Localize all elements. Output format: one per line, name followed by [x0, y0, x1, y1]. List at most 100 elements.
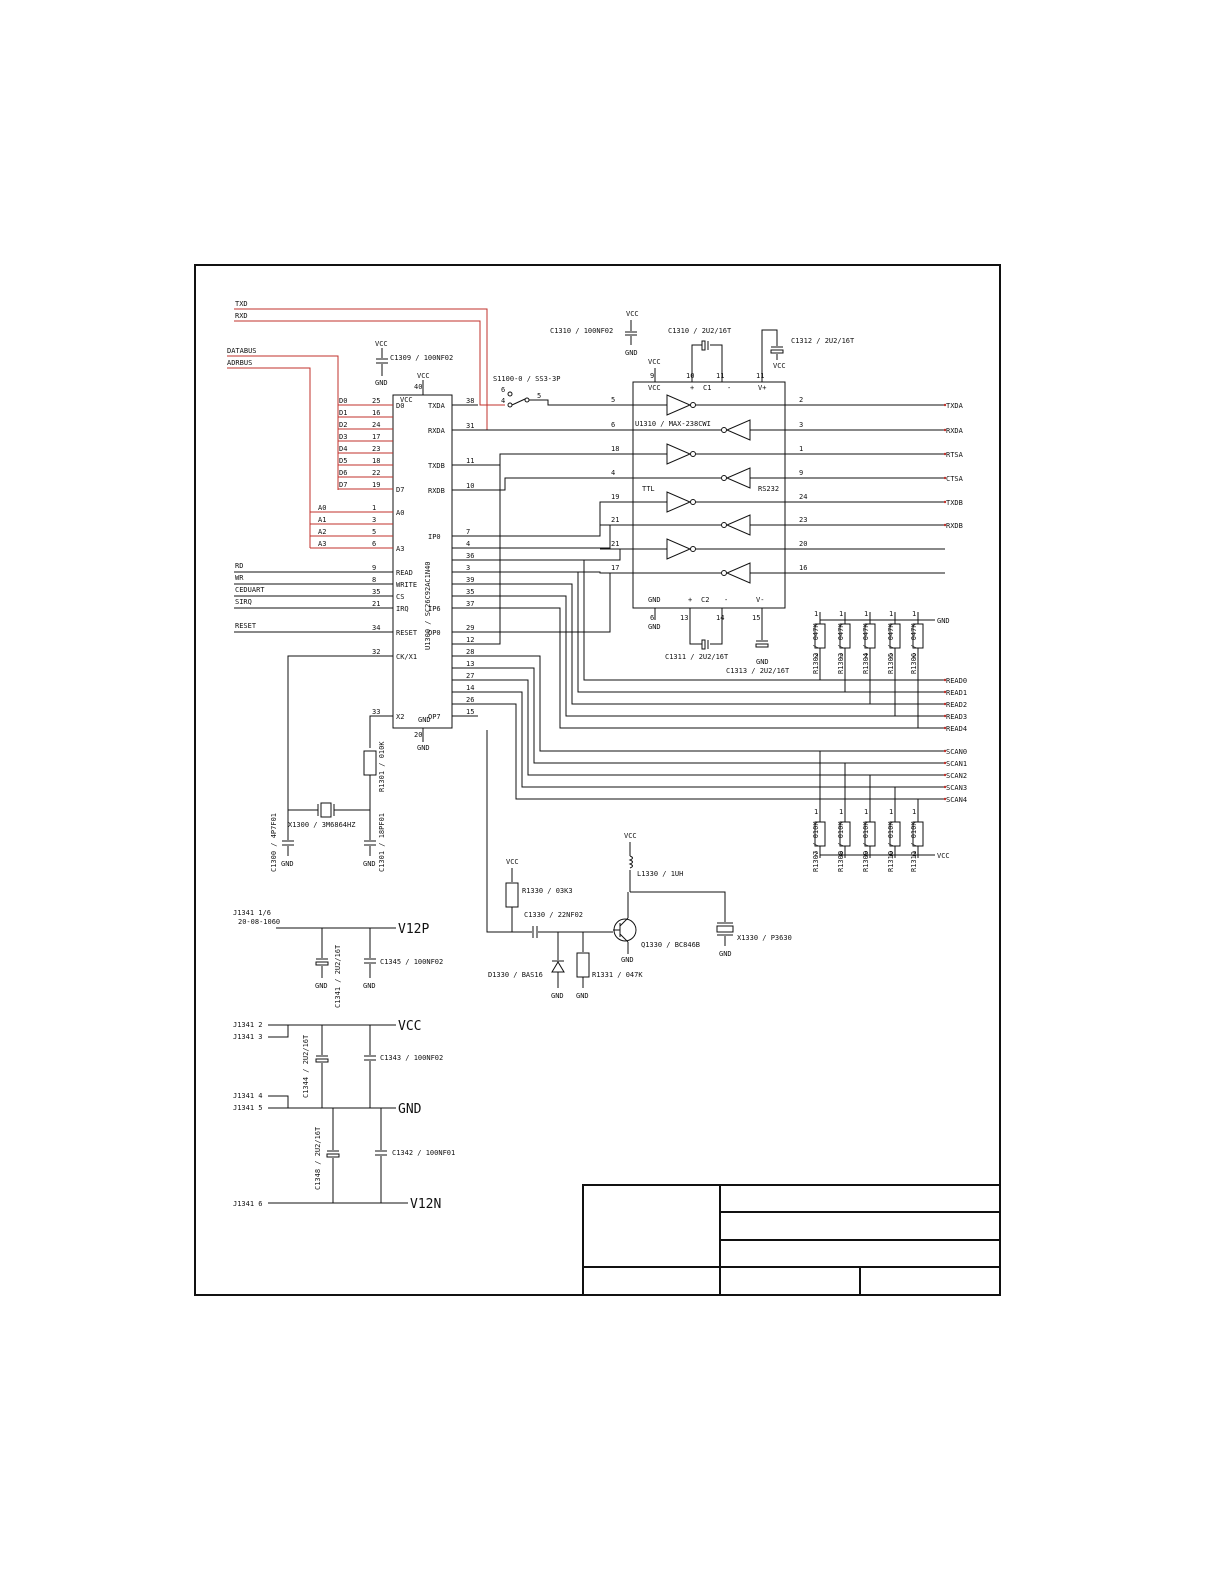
uart-right-pin-num: 39: [466, 576, 474, 584]
uart-max-wire: [478, 501, 633, 537]
pwr-c1342: C1342 / 100NF01: [392, 1149, 455, 1157]
uart-left-pin-num: 17: [372, 433, 380, 441]
c1310a-gnd: GND: [625, 349, 638, 357]
uart-right-pin-num: 29: [466, 624, 474, 632]
uart-data-net: D2: [339, 421, 347, 429]
uart-right-pin-num: 35: [466, 588, 474, 596]
buzz-l-ref: L1330 / 1UH: [637, 870, 683, 878]
uart-left-pin-num: 6: [372, 540, 376, 548]
uart-adr-net: A2: [318, 528, 326, 536]
uart-adr-net: A0: [318, 504, 326, 512]
max-right-pin-num: 20: [799, 540, 807, 548]
max-receiver-bubble: [721, 522, 727, 528]
read-net-dot: [943, 702, 947, 706]
pwr-v12n: V12N: [410, 1197, 441, 1212]
uart-left-pin-num: 23: [372, 445, 380, 453]
max-output-net: TXDA: [946, 402, 964, 410]
buzz-d-ref: D1330 / BAS16: [488, 971, 543, 979]
rn-pin: 2: [814, 652, 818, 660]
uart-right-pin-num: 28: [466, 648, 474, 656]
uart-left-pin-num: 16: [372, 409, 380, 417]
pwr-j6: J1341 6: [233, 1200, 263, 1208]
rn-pin: 2: [889, 652, 893, 660]
max-right-pin-num: 16: [799, 564, 807, 572]
uart-left-pin-num: 22: [372, 469, 380, 477]
buzz-d-gnd: GND: [551, 992, 564, 1000]
power-section: J1341 1/6 20-08-1060 V12P GND GND C1341 …: [233, 909, 455, 1212]
uart-max-wires: [452, 429, 633, 645]
rn-pin: 2: [912, 850, 916, 858]
buzzer-circuit: VCC R1330 / 03K3 C1330 / 22NF02 D1330 / …: [486, 730, 792, 1000]
max-chip: [632, 381, 786, 609]
max-receiver-bubble: [721, 427, 727, 433]
uart-vcc-label: VCC: [417, 372, 430, 380]
read-net-dot: [943, 714, 947, 718]
read-wire: [478, 583, 944, 705]
max-bottom-pin-num: 6: [650, 614, 654, 622]
uart-left-pin-num: 3: [372, 516, 376, 524]
rn-ref: R1306 / 047K: [910, 623, 918, 674]
max-right-pin-num: 3: [799, 421, 803, 429]
rn-ref: R1311 / 010K: [910, 821, 918, 872]
uart-chip: [392, 394, 453, 729]
c1309-gnd: GND: [375, 379, 388, 387]
max-receiver: [725, 514, 751, 536]
uart-right-pin-num: 11: [466, 457, 474, 465]
max-right-pin-num: 24: [799, 493, 807, 501]
uart-left-pin-num: 21: [372, 600, 380, 608]
c1313-gnd: GND: [756, 658, 769, 666]
scan-wire: [478, 679, 944, 776]
max-bot-c2m: -: [724, 596, 728, 604]
uart-chip-ref: U1300 / SC26C92AC1N40: [424, 561, 432, 650]
rn-pin: 1: [864, 610, 868, 618]
net-reset: RESET: [235, 622, 257, 630]
max-top-pin-num: 11: [716, 372, 724, 380]
read-scan-nets: READ0READ1READ2READ3READ4SCAN0SCAN1SCAN2…: [478, 559, 967, 804]
max-left-pin-num: 5: [611, 396, 615, 404]
read-net-label: READ1: [946, 689, 967, 697]
uart-max-wire: [478, 477, 633, 491]
max-output-dot: [943, 500, 947, 504]
rn-pin: 2: [839, 850, 843, 858]
max-left-pin-num: 18: [611, 445, 619, 453]
uart-right-pin-label: IP0: [428, 533, 441, 541]
uart-left-pin-num: 32: [372, 648, 380, 656]
pwr-j2: J1341 2: [233, 1021, 263, 1029]
pwr-vcc: VCC: [398, 1019, 421, 1034]
read-wire: [478, 559, 944, 681]
osc-c1-gnd: GND: [281, 860, 294, 868]
max-bottom-pin-num: 15: [752, 614, 760, 622]
uart-left-pin-label: CK/X1: [396, 653, 417, 661]
net-sirq: SIRQ: [235, 598, 252, 606]
top-nets: TXD RXD DATABUS ADRBUS: [227, 300, 505, 548]
net-label-adrbus: ADRBUS: [227, 359, 252, 367]
uart-max-wire: [478, 524, 633, 549]
uart-right-pin-label: IP6: [428, 605, 441, 613]
uart-right-pin-num: 15: [466, 708, 474, 716]
max-receiver: [725, 562, 751, 584]
buzz-x-ref: X1330 / P3630: [737, 934, 792, 942]
uart-right-pin-num: 27: [466, 672, 474, 680]
max-right-pin-num: 9: [799, 469, 803, 477]
buzz-x-gnd: GND: [719, 950, 732, 958]
max-output-dot: [943, 523, 947, 527]
read-net-dot: [943, 690, 947, 694]
rn-pin: 1: [912, 610, 916, 618]
c1309-vcc: VCC: [375, 340, 388, 348]
max-left-pin-num: 21: [611, 540, 619, 548]
scan-net-dot: [943, 797, 947, 801]
oscillator: R1301 / 010K X1300 / 3M6864HZ GND C1300 …: [270, 655, 392, 872]
max-receiver-bubble: [721, 475, 727, 481]
scan-net-label: SCAN3: [946, 784, 967, 792]
buzz-c-ref: C1330 / 22NF02: [524, 911, 583, 919]
scan-net-label: SCAN2: [946, 772, 967, 780]
max-bottom-pin-num: 13: [680, 614, 688, 622]
uart-left-pin-num: 19: [372, 481, 380, 489]
rn-ref: R1302 / 047K: [812, 623, 820, 674]
read-wire: [478, 595, 944, 717]
c1310a-ref: C1310 / 100NF02: [550, 327, 613, 335]
switch-ref: S1100-0 / SS3-3P: [493, 375, 560, 383]
uart-left-pin-num: 25: [372, 397, 380, 405]
rn-ref: R1304 / 047K: [862, 623, 870, 674]
